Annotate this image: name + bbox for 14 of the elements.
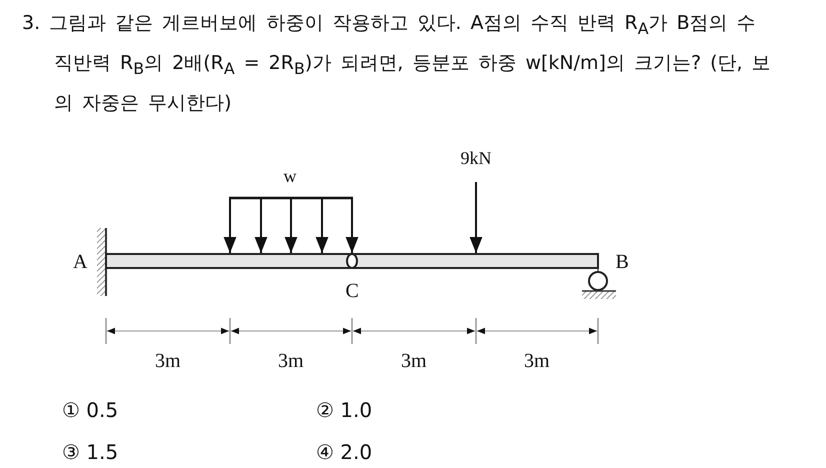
answer-option: ④ 2.0 xyxy=(316,440,372,464)
point-label: C xyxy=(346,280,359,303)
dimension-label: 3m xyxy=(401,350,427,373)
answer-option: ① 0.5 xyxy=(62,398,118,422)
point-label: A xyxy=(73,251,88,274)
answer-option: ② 1.0 xyxy=(316,398,372,422)
dimension-label: 3m xyxy=(524,350,550,373)
load-label: w xyxy=(284,166,296,187)
answer-option: ③ 1.5 xyxy=(62,440,118,464)
load-label: 9kN xyxy=(460,148,492,169)
question-text: 3. 그림과 같은 게르버보에 하중이 작용하고 있다. A점의 수직 반력 R$_{A}$가 B점의 수직반력 R$_{B}$의 2배(R$_{A}$ = 2R$_{B}$)가 되려면, 등분포 하중 w[kN/m]의 크기는? (단, 보의 자중은 무시한다) xyxy=(22,11,772,116)
dimension-label: 3m xyxy=(278,350,304,373)
point-label: B xyxy=(616,251,629,274)
dimension-label: 3m xyxy=(155,350,181,373)
